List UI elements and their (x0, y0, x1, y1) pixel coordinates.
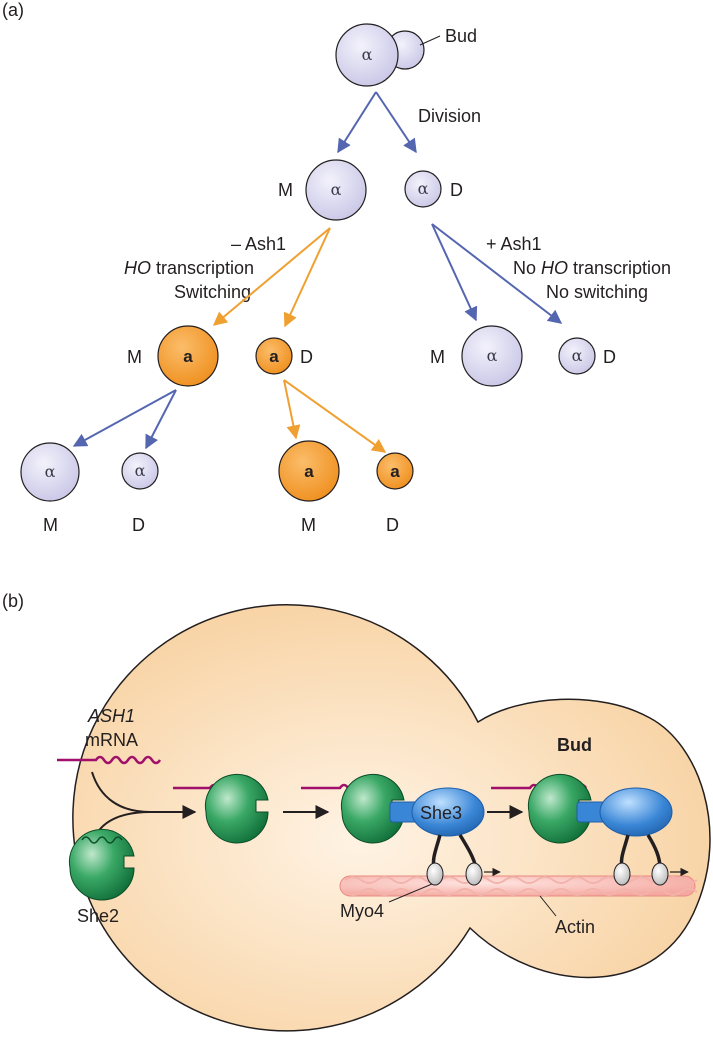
division-arrow-right (375, 91, 417, 154)
division-arrow-a-left (72, 389, 177, 447)
bud-label: Bud (557, 735, 592, 755)
complex-in-bud (491, 773, 689, 886)
alpha-symbol: α (362, 45, 373, 64)
ho-italic: HO (124, 258, 151, 278)
alpha-daughter-cell (121, 452, 159, 490)
bud-pointer (419, 35, 441, 46)
a-symbol: a (304, 462, 314, 481)
noswitch-arrow-left (431, 223, 478, 322)
alpha-mother-cell (461, 325, 523, 387)
mother-label: M (43, 515, 58, 535)
she2-protein (68, 828, 135, 901)
a-symbol: a (390, 462, 400, 481)
alpha-mother-cell (20, 442, 80, 502)
daughter-label: D (386, 515, 399, 535)
budding-alpha-cell: α Bud (335, 23, 477, 87)
left-condition: – Ash1 HO transcription Switching (124, 234, 286, 302)
division-arrow-b-right (283, 379, 387, 453)
myo4-label: Myo4 (340, 901, 384, 921)
daughter-label: D (603, 347, 616, 367)
she2-she3-myo4-complex (301, 773, 501, 886)
a-symbol: a (269, 347, 279, 366)
she2-mrna-complex (173, 773, 269, 844)
she3-label: She3 (420, 803, 462, 823)
a-daughter-cell (376, 452, 414, 490)
left-condition-line1: – Ash1 (231, 234, 286, 254)
mother-label: M (301, 515, 316, 535)
transcription-text: transcription (568, 258, 671, 278)
alpha-symbol: α (418, 179, 429, 198)
alpha-daughter-cell (558, 337, 596, 375)
panel-b-label: (b) (2, 591, 24, 611)
alpha-symbol: α (45, 462, 56, 481)
ho-italic: HO (541, 258, 568, 278)
division-label: Division (418, 106, 481, 126)
mother-label: M (278, 180, 293, 200)
division-arrow-a-right (145, 389, 177, 450)
daughter-label: D (450, 180, 463, 200)
mother-label: M (430, 347, 445, 367)
switch-arrow-right (283, 227, 331, 328)
actin-pointer (539, 895, 557, 917)
panel-b: (b) Bud ASH1 mRNA She2 (2, 591, 711, 1032)
alpha-symbol: α (487, 346, 498, 365)
a-symbol: a (183, 347, 193, 366)
a-mother-cell (278, 440, 340, 502)
division-arrow-left (337, 91, 377, 154)
ash1-mrna (57, 755, 162, 765)
panel-a: (a) α Bud Division M α α D – Ash1 HO tra… (2, 0, 671, 535)
alpha-symbol: α (135, 461, 146, 480)
division-arrow-b-left (283, 379, 301, 440)
daughter-label: D (132, 515, 145, 535)
alpha-symbol: α (572, 346, 583, 365)
mother-label: M (127, 347, 142, 367)
alpha-mother-cell (305, 159, 367, 221)
bud-label: Bud (445, 26, 477, 46)
left-condition-line3: Switching (174, 282, 251, 302)
a-daughter-cell (255, 337, 293, 375)
alpha-symbol: α (331, 180, 342, 199)
no-prefix: No (513, 258, 541, 278)
a-mother-cell (157, 325, 219, 387)
daughter-label: D (300, 347, 313, 367)
left-condition-line2: HO transcription (124, 258, 254, 278)
right-condition-line1: + Ash1 (486, 234, 542, 254)
ash1-gene-label: ASH1 (87, 706, 135, 726)
she2-label: She2 (77, 906, 119, 926)
right-condition-line3: No switching (546, 282, 648, 302)
right-condition: + Ash1 No HO transcription No switching (486, 234, 671, 302)
right-condition-line2: No HO transcription (513, 258, 671, 278)
alpha-daughter-cell (404, 170, 442, 208)
actin-label: Actin (555, 917, 595, 937)
myo4-pointer (388, 883, 433, 903)
switch-arrow-left (212, 227, 331, 326)
actin-filament (339, 875, 698, 897)
mother-circle (335, 23, 399, 87)
mrna-label: mRNA (85, 730, 138, 750)
transcription-text: transcription (151, 258, 254, 278)
noswitch-arrow-right (431, 223, 563, 324)
panel-a-label: (a) (2, 0, 24, 20)
